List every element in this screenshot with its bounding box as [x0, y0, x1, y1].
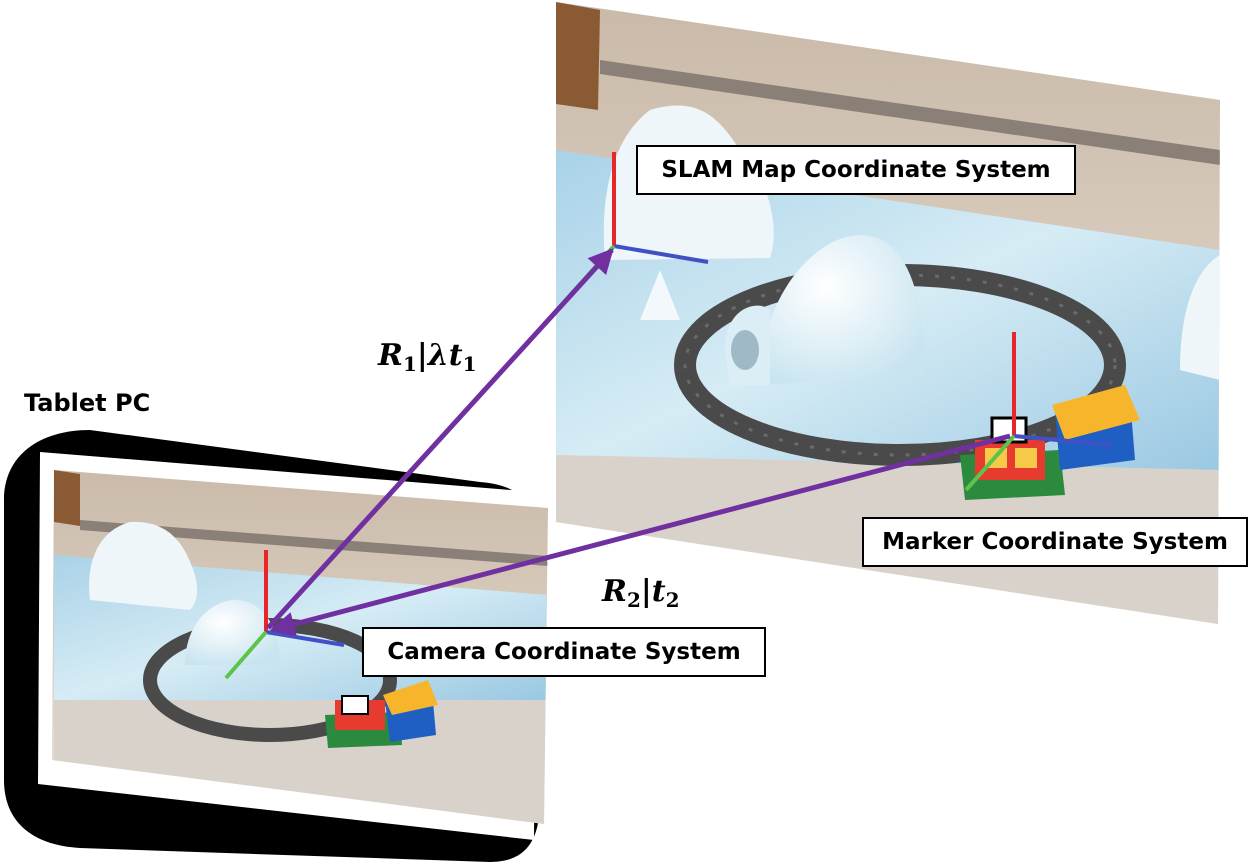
scene-train: [960, 385, 1140, 500]
slam-map-label: SLAM Map Coordinate System: [636, 145, 1076, 195]
marker-label: Marker Coordinate System: [862, 517, 1248, 567]
transform-arrow-1: [266, 248, 614, 630]
transform-label-2: R2|t2: [602, 574, 680, 612]
transform-label-1: R1|λt1: [378, 338, 477, 376]
tablet-pc-label: Tablet PC: [24, 389, 151, 417]
marker-axes: [964, 332, 1113, 492]
scene-photo: [556, 2, 1220, 624]
camera-label: Camera Coordinate System: [362, 627, 766, 677]
transform-arrow-2: [269, 433, 1011, 637]
